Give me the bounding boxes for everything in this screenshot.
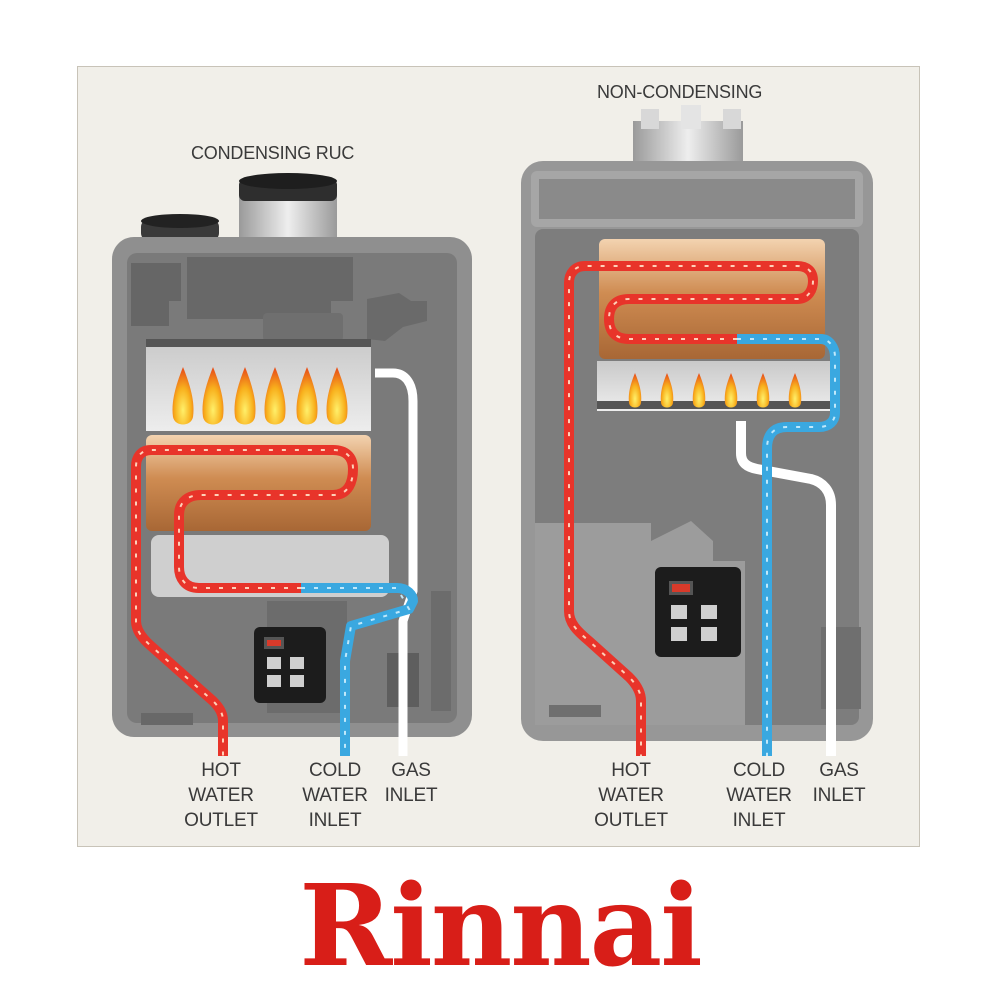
cold-line-left: [301, 583, 418, 756]
rinnai-logo: Rinnai: [299, 861, 703, 992]
cold-water-inlet-label-right: COLD WATER INLET: [726, 760, 792, 831]
gas-line-left: [375, 368, 418, 756]
hot-line-right: [564, 261, 818, 756]
diagram-frame: [77, 66, 920, 847]
hot-water-outlet-label-left: HOT WATER OUTLET: [184, 760, 258, 831]
cold-water-inlet-label-left: COLD WATER INLET: [302, 760, 368, 831]
condensing-title: CONDENSING RUC: [191, 143, 355, 163]
hot-water-outlet-label-right: HOT WATER OUTLET: [594, 760, 668, 831]
control-panel-icon: [655, 567, 741, 657]
gas-inlet-label-right: GAS INLET: [812, 760, 866, 806]
gas-line-right: [736, 421, 836, 756]
water-heater-diagram: [112, 105, 873, 756]
non-condensing-title: NON-CONDENSING: [597, 82, 763, 102]
gas-inlet-label-left: GAS INLET: [384, 760, 438, 806]
control-panel-icon: [254, 627, 326, 703]
